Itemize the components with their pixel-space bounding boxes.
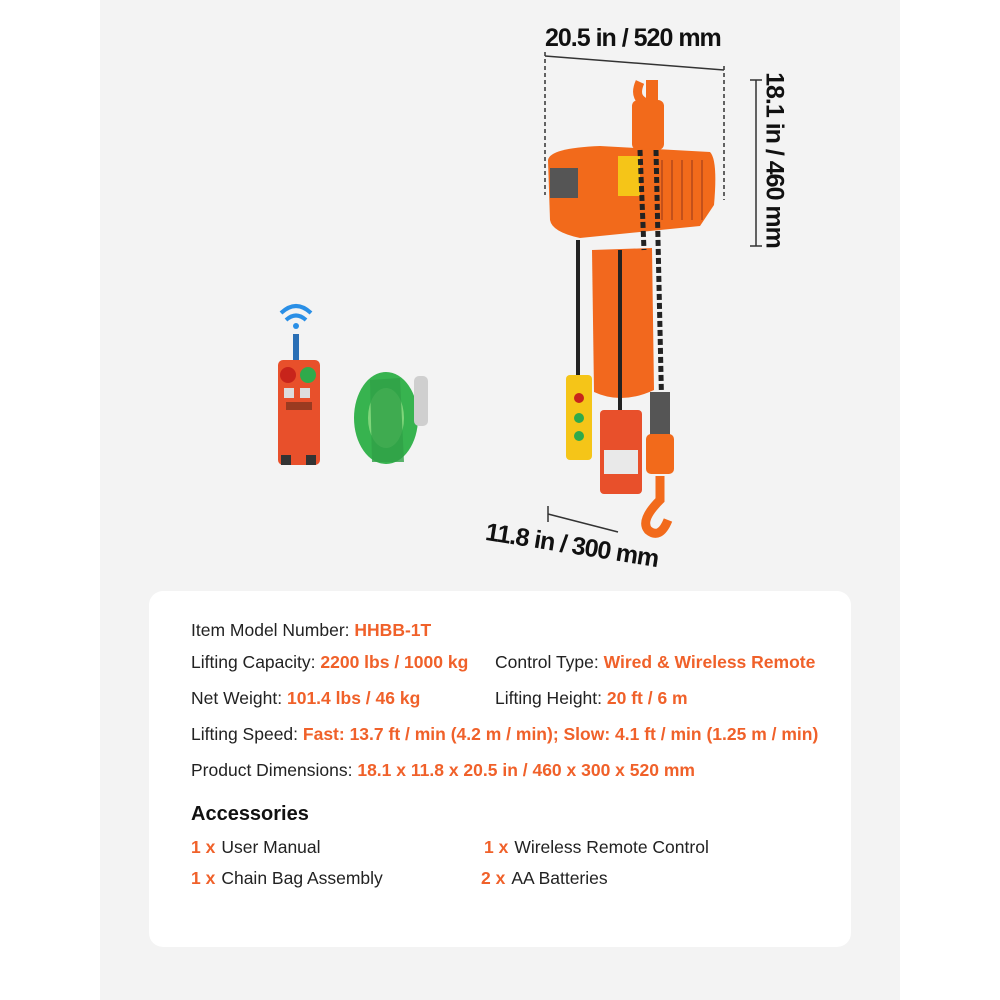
spec-lifting-height-value: 20 ft / 6 m — [606, 688, 688, 708]
accessory-name: Chain Bag Assembly — [221, 868, 383, 888]
spec-weight-label: Net Weight: — [191, 688, 283, 708]
spec-dimensions-label: Product Dimensions: — [191, 760, 353, 780]
spec-capacity-label: Lifting Capacity: — [191, 652, 316, 672]
electric-hoist-icon — [548, 80, 716, 538]
spec-model-value: HHBB-1T — [354, 620, 432, 640]
dimension-height-label: 18.1 in / 460 mm — [760, 72, 789, 248]
spec-capacity: Lifting Capacity: 2200 lbs / 1000 kg — [191, 652, 468, 673]
spec-control-value: Wired & Wireless Remote — [603, 652, 816, 672]
spec-weight: Net Weight: 101.4 lbs / 46 kg — [191, 688, 420, 709]
accessory-name: AA Batteries — [511, 868, 608, 888]
accessory-qty: 1 x — [191, 868, 216, 888]
spec-model: Item Model Number: HHBB-1T — [191, 620, 431, 641]
accessory-qty: 1 x — [191, 837, 216, 857]
spec-control: Control Type: Wired & Wireless Remote — [495, 652, 815, 673]
spec-capacity-value: 2200 lbs / 1000 kg — [320, 652, 469, 672]
spec-control-label: Control Type: — [495, 652, 599, 672]
spec-speed-label: Lifting Speed: — [191, 724, 299, 744]
accessory-qty: 2 x — [481, 868, 506, 888]
spec-speed-value: Fast: 13.7 ft / min (4.2 m / min); Slow:… — [302, 724, 819, 744]
accessory-name: Wireless Remote Control — [514, 837, 709, 857]
spec-lifting-height-label: Lifting Height: — [495, 688, 603, 708]
wireless-remote-icon — [278, 304, 320, 465]
accessory-qty: 1 x — [484, 837, 509, 857]
dimension-width-label: 20.5 in / 520 mm — [545, 24, 722, 52]
accessories-title: Accessories — [191, 803, 309, 825]
accessory-name: User Manual — [221, 837, 321, 857]
lifting-strap-icon — [354, 372, 428, 464]
spec-speed: Lifting Speed: Fast: 13.7 ft / min (4.2 … — [191, 724, 818, 745]
spec-card — [149, 591, 851, 947]
spec-weight-value: 101.4 lbs / 46 kg — [286, 688, 421, 708]
spec-dimensions: Product Dimensions: 18.1 x 11.8 x 20.5 i… — [191, 760, 695, 781]
spec-model-label: Item Model Number: — [191, 620, 350, 640]
spec-dimensions-value: 18.1 x 11.8 x 20.5 in / 460 x 300 x 520 … — [357, 760, 695, 780]
spec-lifting-height: Lifting Height: 20 ft / 6 m — [495, 688, 688, 709]
dimension-guides — [544, 52, 762, 533]
